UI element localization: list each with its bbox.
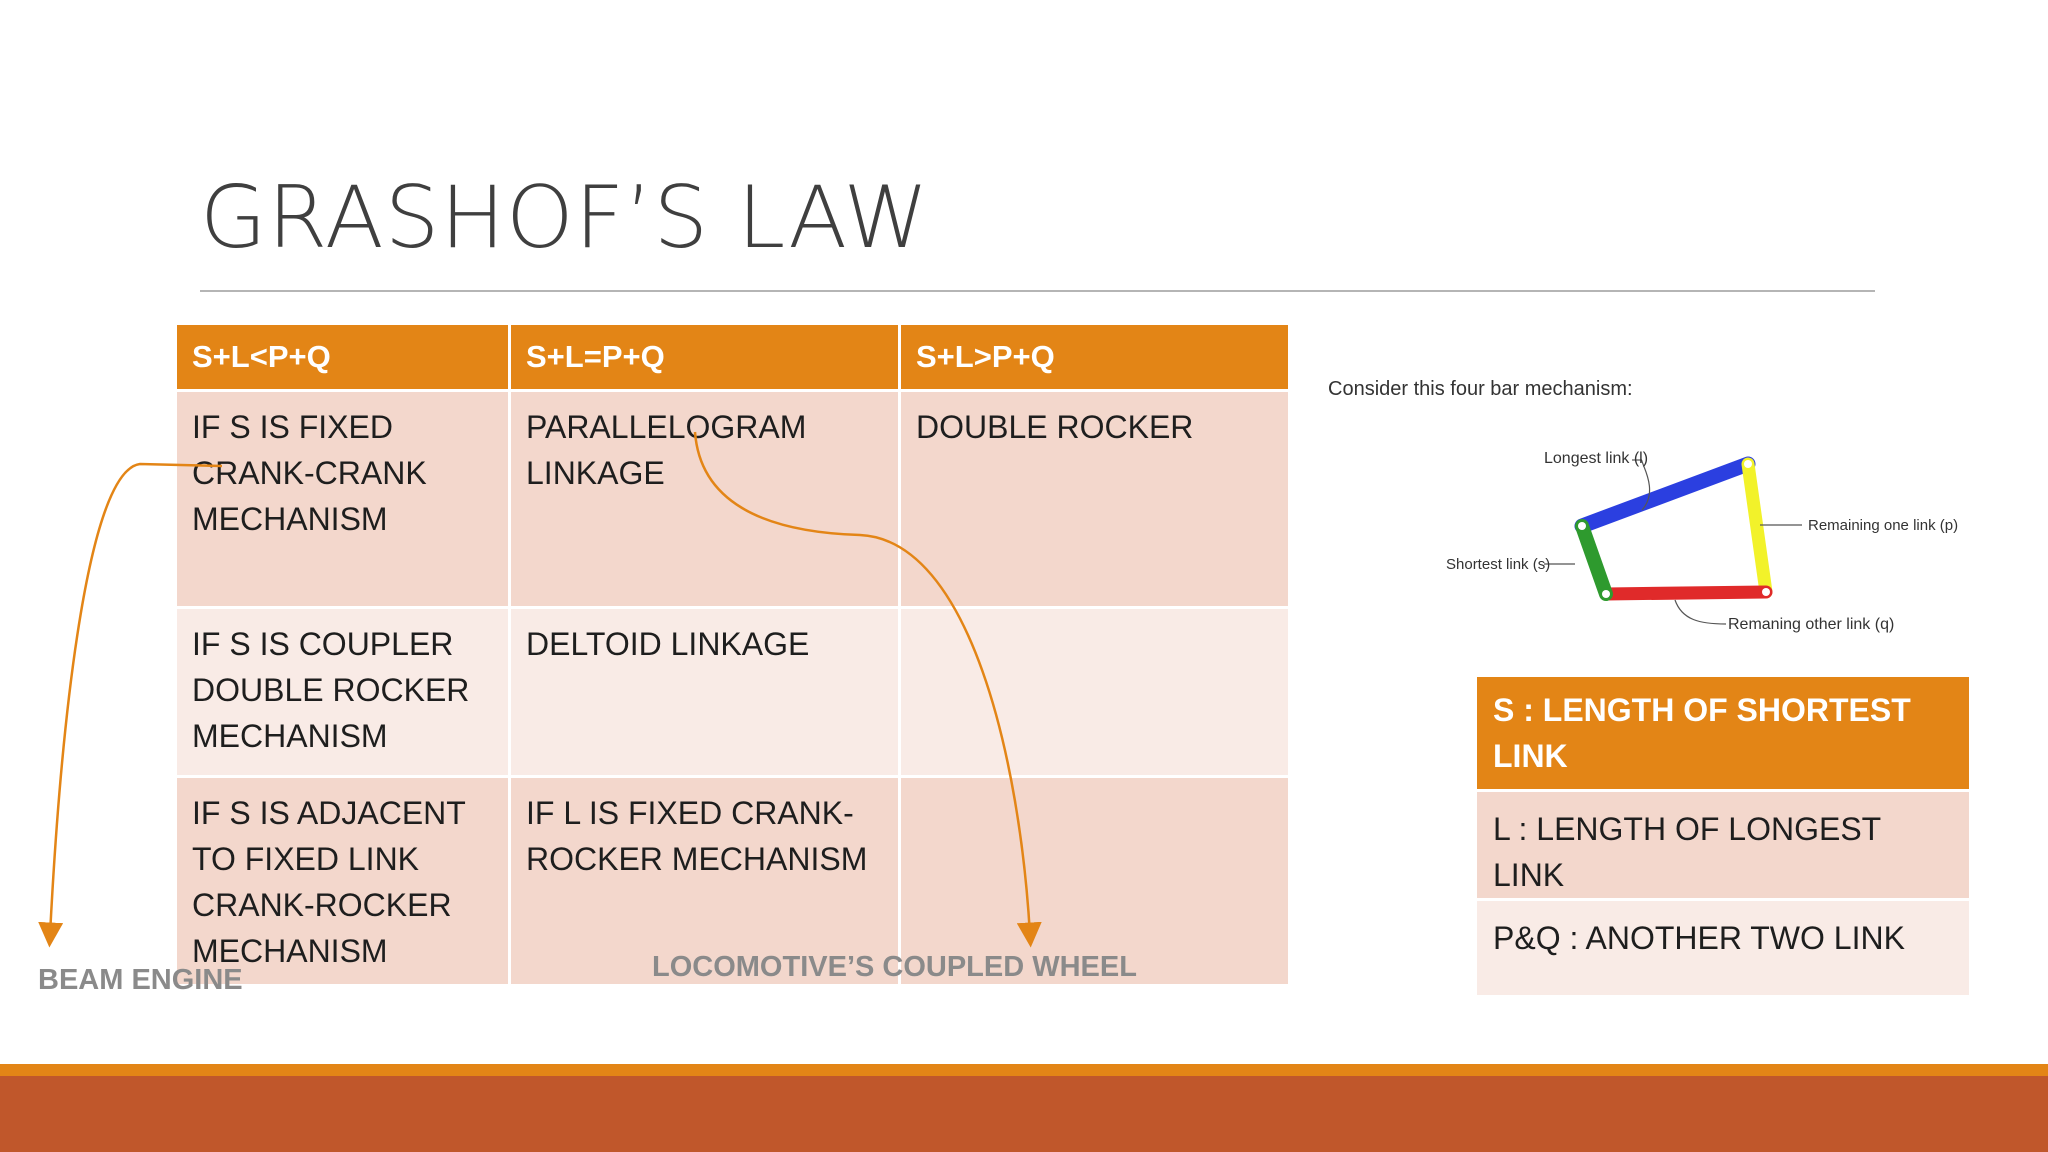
longest-link <box>1574 456 1756 534</box>
table-cell: IF S IS FIXED CRANK-CRANK MECHANISM <box>174 389 511 609</box>
legend-table: S : LENGTH OF SHORTEST LINK L : LENGTH O… <box>1474 674 1972 998</box>
remaining-one-link <box>1741 457 1773 599</box>
title-divider <box>200 290 1875 292</box>
beam-engine-label: BEAM ENGINE <box>38 964 243 996</box>
joint <box>1744 460 1752 468</box>
slide-title: GRASHOF’S LAW <box>200 168 930 268</box>
footer-accent-band <box>0 1064 2048 1076</box>
legend-row: L : LENGTH OF LONGEST LINK <box>1474 789 1972 901</box>
header-cell: S+L>P+Q <box>898 322 1291 392</box>
table-cell: IF L IS FIXED CRANK-ROCKER MECHANISM <box>508 775 901 987</box>
beam-engine-arrow <box>38 462 223 948</box>
diagram-caption: Consider this four bar mechanism: <box>1328 378 1633 400</box>
shortest-link <box>1575 519 1613 601</box>
legend-row: P&Q : ANOTHER TWO LINK <box>1474 898 1972 998</box>
header-cell: S+L=P+Q <box>508 322 901 392</box>
table-row: IF S IS ADJACENT TO FIXED LINK CRANK-ROC… <box>174 775 1291 987</box>
leader-line <box>1674 599 1727 625</box>
table-header-row: S+L<P+Q S+L=P+Q S+L>P+Q <box>174 322 1291 392</box>
label-shortest: Shortest link (s) <box>1446 556 1550 573</box>
legend-cell: L : LENGTH OF LONGEST LINK <box>1474 789 1972 901</box>
label-remaining-one: Remaining one link (p) <box>1808 517 1958 534</box>
remaining-other-link <box>1599 585 1773 601</box>
four-bar-diagram: Longest link (l) Remaining one link (p) … <box>1446 450 1958 633</box>
footer-band <box>0 1076 2048 1152</box>
grashof-table: S+L<P+Q S+L=P+Q S+L>P+Q IF S IS FIXED CR… <box>174 322 1291 987</box>
joint <box>1602 590 1610 598</box>
table-cell <box>898 775 1291 987</box>
table-cell: PARALLELOGRAM LINKAGE <box>508 389 901 609</box>
table-row: IF S IS FIXED CRANK-CRANK MECHANISM PARA… <box>174 389 1291 609</box>
label-remaining-other: Remaning other link (q) <box>1728 616 1894 633</box>
table-cell: DELTOID LINKAGE <box>508 606 901 778</box>
legend-cell: P&Q : ANOTHER TWO LINK <box>1474 898 1972 998</box>
joint <box>1578 522 1586 530</box>
header-cell: S+L<P+Q <box>174 322 511 392</box>
joint <box>1762 588 1770 596</box>
table-cell: IF S IS ADJACENT TO FIXED LINK CRANK-ROC… <box>174 775 511 987</box>
legend-header: S : LENGTH OF SHORTEST LINK <box>1474 674 1972 792</box>
leader-line <box>1641 459 1651 511</box>
coupled-wheel-arrow <box>693 431 1042 948</box>
table-cell: IF S IS COUPLER DOUBLE ROCKER MECHANISM <box>174 606 511 778</box>
label-longest: Longest link (l) <box>1544 450 1648 467</box>
table-cell <box>898 606 1291 778</box>
table-row: IF S IS COUPLER DOUBLE ROCKER MECHANISM … <box>174 606 1291 778</box>
coupled-wheel-label: LOCOMOTIVE’S COUPLED WHEEL <box>652 951 1137 983</box>
legend-header-row: S : LENGTH OF SHORTEST LINK <box>1474 674 1972 792</box>
table-cell: DOUBLE ROCKER <box>898 389 1291 609</box>
